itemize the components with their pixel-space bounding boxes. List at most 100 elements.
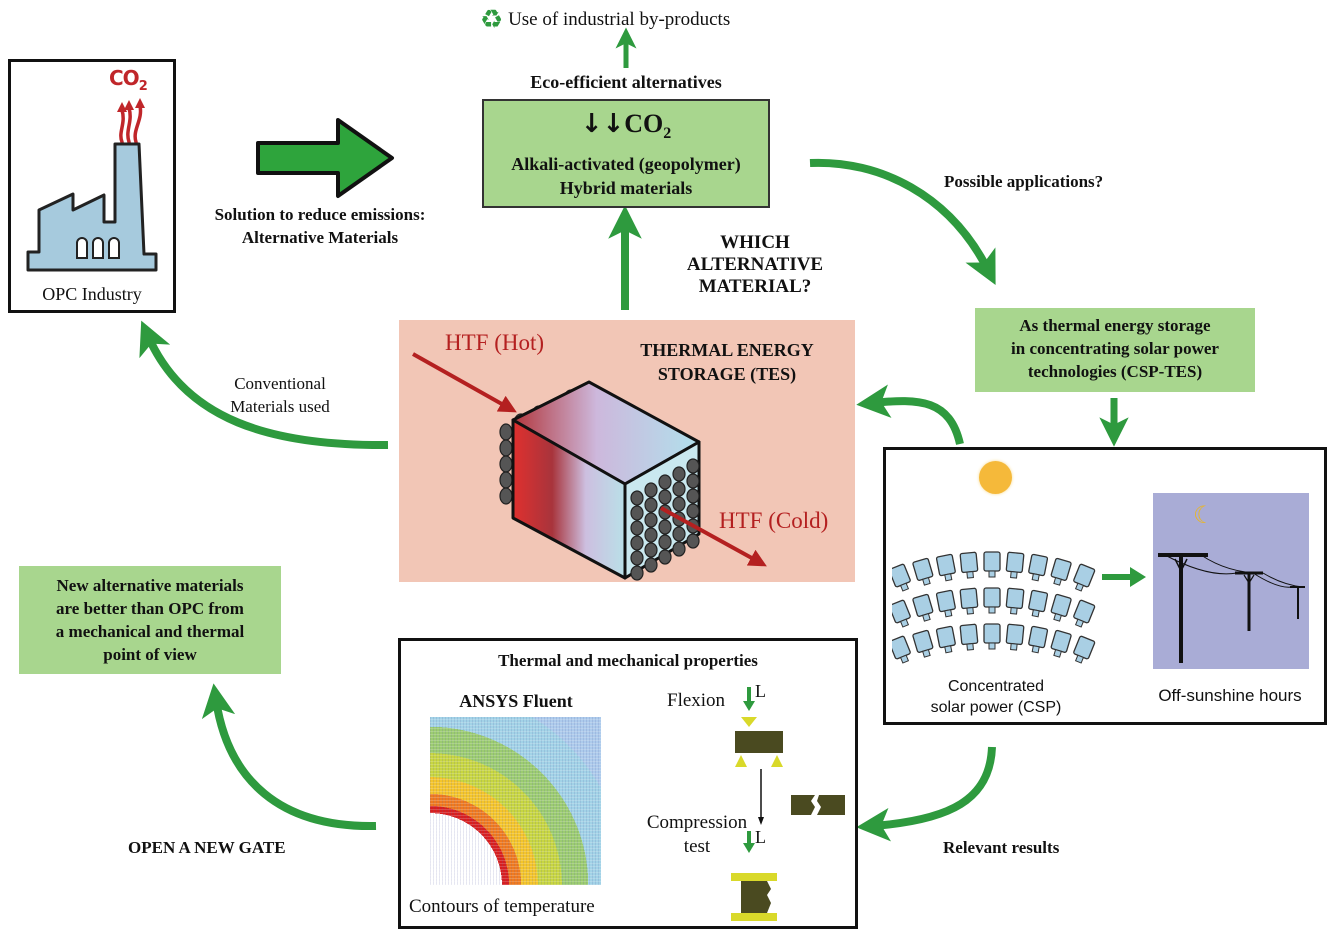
tube-end — [644, 482, 658, 498]
tube-end — [672, 466, 686, 482]
heliostat-mirror — [1028, 589, 1049, 618]
tube-end — [658, 549, 672, 565]
htf-hot-arrow — [412, 352, 517, 413]
heliostat-mirror — [959, 587, 979, 615]
conventional-materials-label: Conventional Materials used — [230, 374, 330, 416]
arrow-relevant-results — [856, 746, 996, 842]
new-materials-box: New alternative materials are better tha… — [19, 566, 281, 674]
heliostat-mirror — [983, 623, 1001, 650]
tube-end — [644, 542, 658, 558]
flexion-label: Flexion — [667, 690, 726, 711]
htf-hot-label: HTF (Hot) — [445, 330, 545, 355]
heliostat-mirror — [1073, 635, 1096, 664]
tube-end — [672, 481, 686, 497]
tube-end — [672, 526, 686, 542]
load-label-2: L — [755, 827, 766, 847]
tube-end — [630, 520, 644, 536]
arrow-open-new-gate — [201, 683, 377, 831]
tube-end — [644, 527, 658, 543]
co2-reduction: ↓↓CO2 — [580, 109, 672, 143]
heliostat-mirror — [959, 623, 979, 651]
compression-specimen — [741, 881, 771, 913]
solution-block-arrow — [256, 118, 394, 198]
heliostat-mirror — [1050, 593, 1072, 622]
tube-end — [672, 541, 686, 557]
tube-end — [658, 534, 672, 550]
csp-tes-box: As thermal energy storage in concentrati… — [975, 308, 1255, 392]
tes-block-illustration — [412, 352, 767, 581]
heliostat-mirror — [935, 553, 956, 582]
heliostat-mirror — [935, 589, 956, 618]
heliostat-mirror — [1028, 625, 1049, 654]
which-material-question: WHICH ALTERNATIVE MATERIAL? — [686, 232, 824, 297]
power-lines-icon — [1158, 553, 1305, 663]
csp-caption: Concentrated solar power (CSP) — [930, 678, 1062, 716]
smoke-icon — [119, 104, 143, 144]
heliostat-mirror — [892, 599, 911, 628]
factory-icon — [26, 98, 158, 272]
heliostat-mirror — [912, 629, 934, 658]
flexion-specimen — [735, 731, 783, 753]
properties-title: Thermal and mechanical properties — [498, 651, 758, 670]
heliostat-mirror — [983, 587, 1001, 614]
off-sunshine-caption: Off-sunshine hours — [1158, 686, 1302, 705]
heliostat-mirror — [912, 593, 934, 622]
byproducts-label-row: ♻ Use of industrial by-products — [480, 5, 731, 35]
byproducts-label: Use of industrial by-products — [508, 9, 731, 30]
heliostat-mirror — [1050, 629, 1072, 658]
recycle-icon: ♻ — [480, 5, 504, 35]
tes-panel: THERMAL ENERGY STORAGE (TES) HTF (Hot) H… — [399, 320, 855, 582]
ansys-label: ANSYS Fluent — [459, 691, 573, 711]
moon-icon: ☾ — [1193, 501, 1215, 529]
sun-icon — [979, 461, 1012, 494]
tube-end — [644, 512, 658, 528]
heliostat-mirror — [1050, 557, 1072, 586]
eco-title: Eco-efficient alternatives — [530, 72, 722, 92]
eco-materials: Alkali-activated (geopolymer) Hybrid mat… — [511, 154, 741, 198]
tube-end — [686, 488, 700, 504]
tube-end — [630, 550, 644, 566]
tube-end — [658, 519, 672, 535]
mechanical-tests-illustration — [731, 687, 845, 921]
heliostat-mirror — [983, 551, 1001, 578]
contours-caption: Contours of temperature — [409, 896, 595, 917]
heliostat-field-icon — [892, 551, 1096, 664]
night-scene: ☾ — [1153, 493, 1309, 669]
double-down-arrow-icon: ↓↓ — [580, 109, 625, 139]
relevant-results-label: Relevant results — [943, 838, 1060, 857]
co2-emission-label: CO2 — [109, 66, 148, 94]
tube-end — [644, 557, 658, 573]
tube-end — [686, 503, 700, 519]
tube-end — [630, 490, 644, 506]
possible-applications-label: Possible applications? — [944, 172, 1104, 191]
heliostat-mirror — [912, 557, 934, 586]
open-new-gate-label: OPEN A NEW GATE — [128, 838, 286, 857]
opc-industry-caption: OPC Industry — [42, 284, 142, 304]
heliostat-mirror — [1005, 551, 1025, 579]
tube-end — [686, 533, 700, 549]
csp-panel: ☾ Concentrated solar power (CSP) Off-sun… — [883, 447, 1327, 725]
eco-box: ↓↓CO2 Alkali-activated (geopolymer) Hybr… — [482, 99, 770, 208]
heliostat-mirror — [1028, 553, 1049, 582]
heliostat-mirror — [1073, 563, 1096, 592]
heliostat-mirror — [959, 551, 979, 579]
tube-end — [630, 535, 644, 551]
tube-end — [672, 496, 686, 512]
tube-end — [658, 489, 672, 505]
properties-panel: Thermal and mechanical properties ANSYS … — [398, 638, 858, 929]
broken-specimen — [791, 795, 815, 815]
heliostat-mirror — [892, 635, 911, 664]
tube-end — [630, 505, 644, 521]
tube-end — [630, 565, 644, 581]
tes-title: THERMAL ENERGY STORAGE (TES) — [640, 340, 814, 384]
compression-label: Compression test — [646, 812, 748, 857]
htf-cold-arrow — [660, 506, 767, 567]
temperature-contour-plot — [430, 717, 601, 885]
tube-end — [644, 497, 658, 513]
tube-end — [658, 474, 672, 490]
heliostat-mirror — [1005, 623, 1025, 651]
arrow-csp-to-tes — [856, 384, 964, 445]
heliostat-mirror — [1073, 599, 1096, 628]
heliostat-mirror — [1005, 587, 1025, 615]
heliostat-mirror — [892, 563, 911, 592]
